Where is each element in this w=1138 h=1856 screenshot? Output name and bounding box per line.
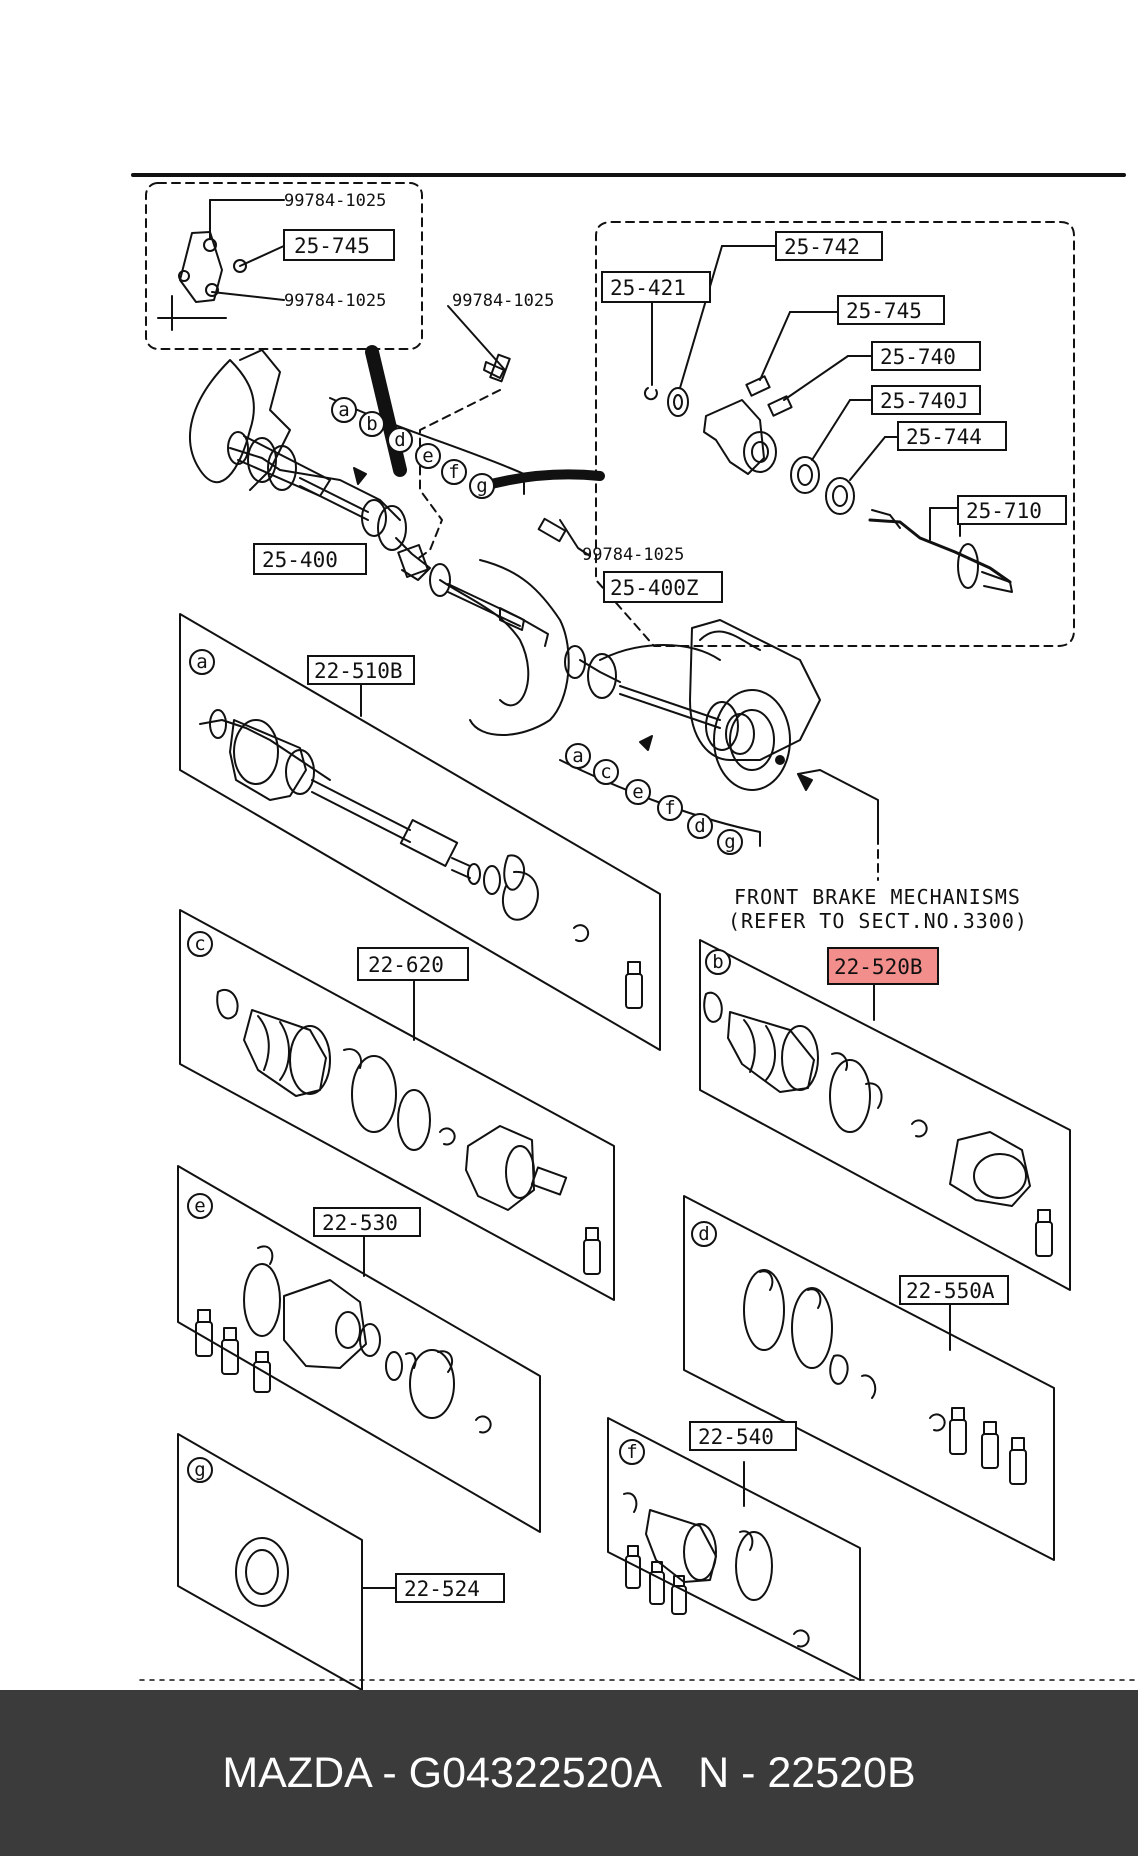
- exploded-parts-diagram: 25-745 25-742 25-421 25-745 25-740 25-74…: [131, 173, 1135, 1690]
- kit-letter-1: a: [338, 399, 349, 421]
- note-line-2: (REFER TO SECT.NO.3300): [728, 909, 1028, 933]
- callout-25-421: 25-421: [610, 276, 686, 300]
- callout-22-620: 22-620: [368, 953, 444, 977]
- kit-letter-8: c: [600, 761, 611, 783]
- bolt-label-top: 99784-1025: [284, 191, 386, 211]
- part-number-footer: MAZDA - G04322520A N - 22520B: [0, 1690, 1138, 1856]
- callout-22-520B: 22-520B: [834, 955, 923, 979]
- callout-22-540: 22-540: [698, 1425, 774, 1449]
- callout-22-524: 22-524: [404, 1577, 480, 1601]
- kit-letter-12: g: [724, 831, 735, 853]
- kit-letter-3: d: [394, 429, 405, 451]
- panel-g-frame: [177, 1433, 363, 1690]
- callout-25-710: 25-710: [966, 499, 1042, 523]
- callout-25-740J: 25-740J: [880, 389, 969, 413]
- inset-hub-box: [595, 221, 1075, 647]
- callout-25-745a: 25-745: [294, 234, 370, 258]
- callout-25-742: 25-742: [784, 235, 860, 259]
- callout-25-744: 25-744: [906, 425, 982, 449]
- callout-25-740: 25-740: [880, 345, 956, 369]
- callout-22-550A: 22-550A: [906, 1279, 995, 1303]
- kit-letter-5: f: [448, 461, 459, 483]
- callout-25-400Z: 25-400Z: [610, 576, 699, 600]
- bolt-label-lower: 99784-1025: [582, 545, 684, 565]
- panel-d-frame: [683, 1195, 1055, 1561]
- panel-letter-d: d: [698, 1223, 709, 1245]
- highlight-22-520B: [827, 947, 939, 985]
- panel-letter-a: a: [196, 651, 207, 673]
- callout-25-745b: 25-745: [846, 299, 922, 323]
- callout-25-400: 25-400: [262, 548, 338, 572]
- bolt-label-mid: 99784-1025: [452, 291, 554, 311]
- panel-c-frame: [179, 909, 615, 1301]
- panel-a-frame: [179, 613, 661, 1051]
- kit-letter-9: e: [632, 781, 643, 803]
- panel-letter-g: g: [194, 1459, 205, 1481]
- kit-letter-4: e: [422, 445, 433, 467]
- panel-letter-e: e: [194, 1195, 205, 1217]
- bolt-label-bottom: 99784-1025: [284, 291, 386, 311]
- panel-b-frame: [699, 939, 1071, 1291]
- panel-e-frame: [177, 1165, 541, 1533]
- panel-letter-b: b: [712, 951, 723, 973]
- kit-letter-7: a: [572, 745, 583, 767]
- kit-letter-11: d: [694, 815, 705, 837]
- panel-letter-c: c: [194, 933, 205, 955]
- callout-22-530: 22-530: [322, 1211, 398, 1235]
- panel-f-frame: [607, 1417, 861, 1681]
- kit-letter-2: b: [366, 413, 377, 435]
- callout-22-510B: 22-510B: [314, 659, 403, 683]
- footer-ref-part: N - 22520B: [698, 1748, 916, 1797]
- panel-letter-f: f: [626, 1441, 637, 1463]
- kit-letter-6: g: [476, 475, 487, 497]
- footer-brand-part: MAZDA - G04322520A: [222, 1748, 663, 1797]
- note-line-1: FRONT BRAKE MECHANISMS: [734, 885, 1021, 909]
- inset-bracket-box: [145, 182, 423, 350]
- kit-letter-10: f: [664, 797, 675, 819]
